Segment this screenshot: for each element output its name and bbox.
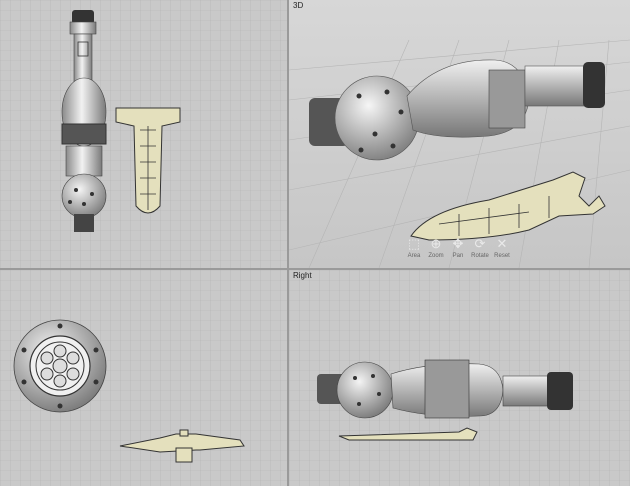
- wing-model-right: [338, 427, 478, 441]
- viewport-top-canvas[interactable]: [0, 0, 287, 268]
- viewport-front-canvas[interactable]: [0, 270, 287, 486]
- viewport-3d[interactable]: 3D: [289, 0, 630, 268]
- wing-model-top: [115, 107, 181, 214]
- wing-model-front: [119, 429, 245, 463]
- area-button[interactable]: ⬚ Area: [403, 236, 425, 266]
- ship-model-front: [13, 319, 107, 413]
- wing-model-3d: [410, 171, 606, 241]
- pan-icon: ✥: [452, 236, 464, 251]
- pan-button[interactable]: ✥ Pan: [447, 236, 469, 266]
- ship-model-top: [61, 10, 107, 232]
- reset-button[interactable]: ✕ Reset: [491, 236, 513, 266]
- viewport-right-canvas[interactable]: [289, 270, 630, 486]
- zoom-icon: ⊕: [430, 236, 442, 251]
- viewport-right[interactable]: Right: [289, 270, 630, 486]
- viewport-label: Right: [293, 271, 312, 280]
- zoom-button[interactable]: ⊕ Zoom: [425, 236, 447, 266]
- viewport-front[interactable]: [0, 270, 287, 486]
- ship-model-3d: [309, 59, 605, 161]
- viewport-label: 3D: [293, 1, 304, 10]
- rotate-icon: ⟳: [474, 236, 486, 251]
- area-zoom-icon: ⬚: [407, 236, 421, 251]
- ship-model-right: [317, 359, 573, 419]
- rotate-button[interactable]: ⟳ Rotate: [469, 236, 491, 266]
- reset-icon: ✕: [496, 236, 508, 251]
- viewport-top[interactable]: [0, 0, 287, 268]
- navigation-toolbar: ⬚ Area ⊕ Zoom ✥ Pan ⟳ Rotate ✕ Reset: [403, 236, 515, 268]
- viewport-3d-canvas[interactable]: [289, 0, 630, 268]
